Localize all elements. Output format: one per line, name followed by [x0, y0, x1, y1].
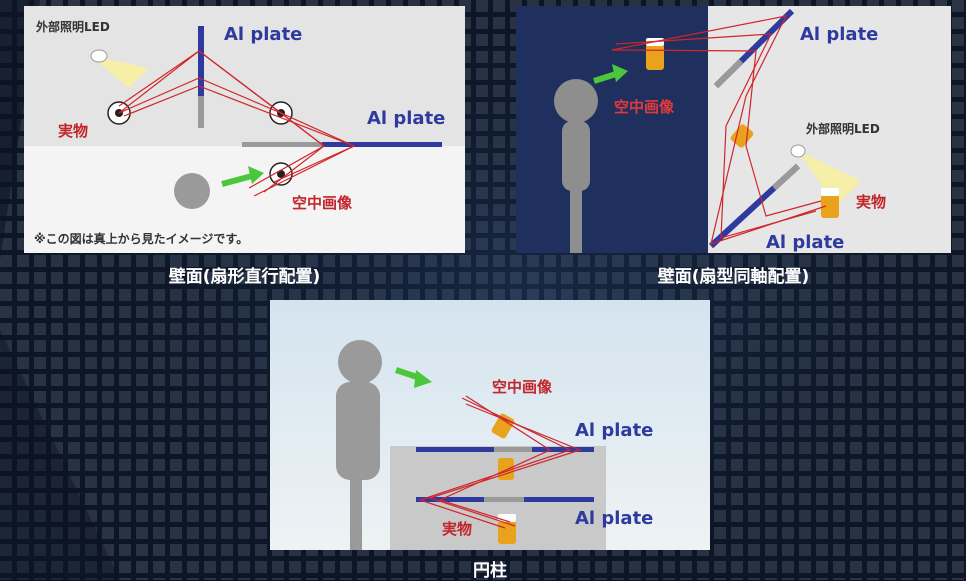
- diagram-wall-fan-parallel: [24, 26, 465, 253]
- aerial-image-label: 空中画像: [614, 98, 675, 116]
- real-object-label: 実物: [856, 193, 887, 211]
- plate-label-vertical: Al plate: [224, 24, 303, 45]
- plate-label-lower: Al plate: [575, 508, 654, 529]
- panel-wall-fan-parallel: 外部照明LED Al plate Al plate 実物 空中画像 ※この図は真…: [24, 6, 465, 253]
- panel-wall-fan-coaxial: Al plate Al plate 空中画像 外部照明LED 実物: [516, 6, 951, 253]
- led-label: 外部照明LED: [36, 20, 110, 34]
- caption-wall-fan-parallel: 壁面(扇形直行配置): [168, 267, 321, 287]
- led-label: 外部照明LED: [806, 122, 880, 136]
- diagram-wall-fan-coaxial: [516, 6, 861, 253]
- view-note: ※この図は真上から見たイメージです。: [34, 232, 249, 246]
- diagram-cylinder: [336, 340, 606, 550]
- plate-label-upper: Al plate: [575, 420, 654, 441]
- aerial-image-label: 空中画像: [292, 194, 353, 212]
- caption-cylinder: 円柱: [473, 561, 507, 581]
- panel-cylinder: 空中画像 Al plate Al plate 実物: [270, 300, 710, 550]
- real-object-label: 実物: [58, 122, 89, 140]
- caption-wall-fan-coaxial: 壁面(扇型同軸配置): [657, 267, 810, 287]
- real-object-label: 実物: [442, 520, 473, 538]
- plate-label-horizontal: Al plate: [367, 108, 446, 129]
- plate-label-top: Al plate: [800, 24, 879, 45]
- plate-label-bottom: Al plate: [766, 232, 845, 253]
- aerial-image-label: 空中画像: [492, 378, 553, 396]
